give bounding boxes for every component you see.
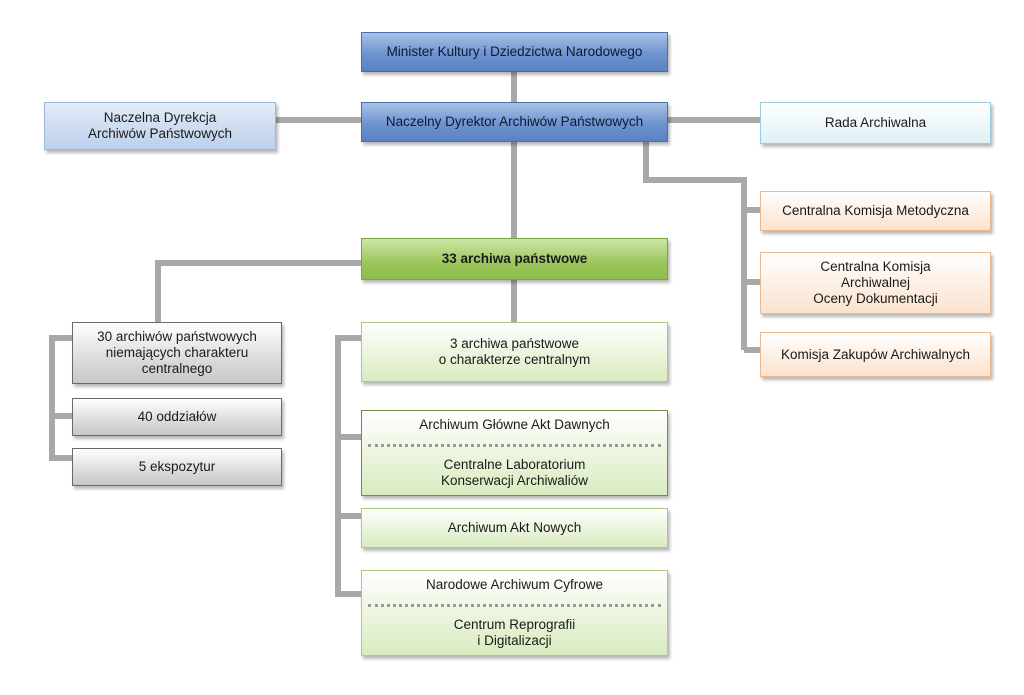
council-box: Rada Archiwalna: [760, 102, 991, 144]
agad-sub-line-2: Konserwacji Archiwaliów: [440, 472, 589, 488]
nac-sub-line-1: Centrum Reprografii: [453, 616, 576, 632]
connector-central-bracket: [335, 335, 362, 597]
aan-label: Archiwum Akt Nowych: [447, 520, 582, 535]
appraisal-line-3: Oceny Dokumentacji: [813, 291, 938, 306]
central-line-2: o charakterze centralnym: [438, 352, 591, 367]
connector-non-central-bracket: [49, 335, 72, 461]
appraisal-line-2: Archiwalnej: [840, 275, 911, 290]
agad-box: Archiwum Główne Akt Dawnych Centralne La…: [361, 410, 668, 496]
outposts-box: 5 ekspozytur: [72, 448, 282, 486]
agad-label: Archiwum Główne Akt Dawnych: [419, 417, 610, 433]
appraisal-commission-box: Centralna Komisja Archiwalnej Oceny Doku…: [760, 252, 991, 314]
non-central-line-1: 30 archiwów państwowych: [97, 329, 257, 344]
central-archives-box: 3 archiwa państwowe o charakterze centra…: [361, 322, 668, 382]
council-label: Rada Archiwalna: [824, 115, 927, 130]
appraisal-line-1: Centralna Komisja: [820, 259, 931, 274]
branches-label: 40 oddziałów: [137, 409, 217, 424]
purchases-commission-box: Komisja Zakupów Archiwalnych: [760, 332, 991, 377]
state-archives-box: 33 archiwa państwowe: [361, 238, 668, 280]
methodical-commission-box: Centralna Komisja Metodyczna: [760, 191, 991, 231]
central-line-1: 3 archiwa państwowe: [449, 336, 580, 351]
agad-sub-line-1: Centralne Laboratorium: [443, 456, 586, 472]
nac-main-section: Narodowe Archiwum Cyfrowe: [362, 577, 667, 593]
minister-label: Minister Kultury i Dziedzictwa Narodoweg…: [386, 44, 643, 59]
nac-divider: [368, 603, 661, 607]
purchases-commission-label: Komisja Zakupów Archiwalnych: [780, 346, 971, 362]
nac-sub-line-2: i Digitalizacji: [477, 632, 552, 648]
agad-divider: [368, 443, 661, 447]
connector-non-central: [155, 260, 362, 322]
nac-sub-section: Centrum Reprografii i Digitalizacji: [362, 617, 667, 649]
directorate-box: Naczelna Dyrekcja Archiwów Państwowych: [44, 102, 276, 150]
agad-sub-section: Centralne Laboratorium Konserwacji Archi…: [362, 457, 667, 489]
director-label: Naczelny Dyrektor Archiwów Państwowych: [385, 114, 644, 129]
nac-box: Narodowe Archiwum Cyfrowe Centrum Reprog…: [361, 570, 668, 656]
director-box: Naczelny Dyrektor Archiwów Państwowych: [361, 102, 668, 142]
non-central-archives-box: 30 archiwów państwowych niemających char…: [72, 322, 282, 384]
outposts-label: 5 ekspozytur: [138, 459, 216, 474]
state-archives-label: 33 archiwa państwowe: [441, 251, 588, 266]
methodical-commission-label: Centralna Komisja Metodyczna: [782, 203, 969, 218]
non-central-line-2: niemających charakteru: [105, 345, 249, 360]
agad-main-section: Archiwum Główne Akt Dawnych: [362, 417, 667, 433]
nac-label: Narodowe Archiwum Cyfrowe: [425, 577, 604, 593]
minister-box: Minister Kultury i Dziedzictwa Narodoweg…: [361, 32, 668, 72]
directorate-line-1: Naczelna Dyrekcja: [103, 110, 217, 125]
branches-box: 40 oddziałów: [72, 398, 282, 436]
directorate-line-2: Archiwów Państwowych: [87, 126, 233, 141]
non-central-line-3: centralnego: [141, 361, 213, 376]
aan-box: Archiwum Akt Nowych: [361, 508, 668, 548]
connector-commissions-trunk: [643, 142, 747, 350]
